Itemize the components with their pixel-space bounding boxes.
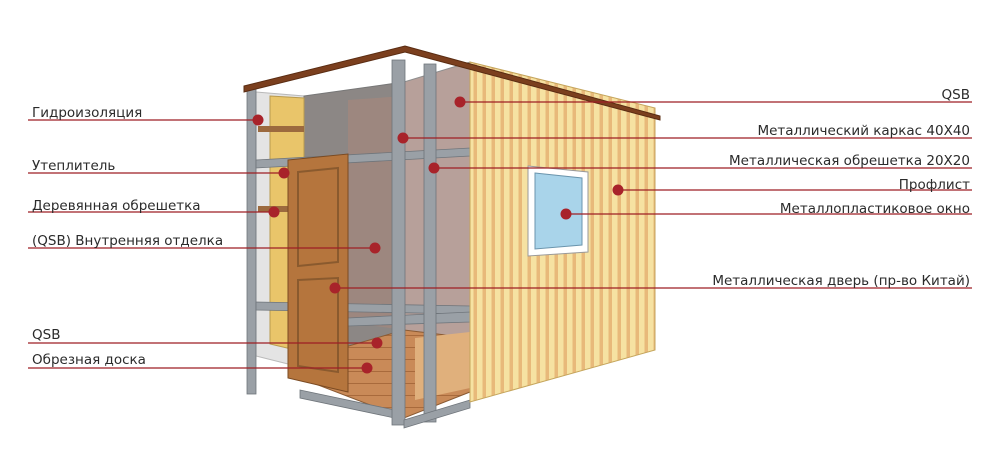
label-metal-frame: Металлический каркас 40X40 xyxy=(757,123,970,139)
leader-profiled-sheet-dot xyxy=(613,185,624,196)
label-metal-door: Металлическая дверь (пр-во Китай) xyxy=(712,273,970,289)
label-metal-lathing: Металлическая обрешетка 20X20 xyxy=(729,153,970,169)
label-insulation: Утеплитель xyxy=(32,158,115,174)
leader-wooden-battens-dot xyxy=(269,207,280,218)
label-wooden-battens: Деревянная обрешетка xyxy=(32,198,201,214)
leader-interior-finish-dot xyxy=(370,243,381,254)
label-waterproofing: Гидроизоляция xyxy=(32,105,142,121)
label-interior-finish: (QSB) Внутренняя отделка xyxy=(32,233,223,249)
label-profiled-sheet: Профлист xyxy=(899,177,970,193)
label-osb-ceiling: QSB xyxy=(942,87,970,103)
label-osb-floor: QSB xyxy=(32,327,60,343)
leader-metal-door-dot xyxy=(330,283,341,294)
label-edged-board: Обрезная доска xyxy=(32,352,146,368)
metal-door xyxy=(288,154,348,392)
leader-osb-ceiling-dot xyxy=(455,97,466,108)
leader-metal-lathing-dot xyxy=(429,163,440,174)
leader-edged-board-dot xyxy=(362,363,373,374)
leader-waterproofing-dot xyxy=(253,115,264,126)
leader-pvc-window-dot xyxy=(561,209,572,220)
label-pvc-window: Металлопластиковое окно xyxy=(780,201,970,217)
leader-insulation-dot xyxy=(279,168,290,179)
pvc-window xyxy=(528,166,588,256)
leader-osb-floor-dot xyxy=(372,338,383,349)
leader-metal-frame-dot xyxy=(398,133,409,144)
